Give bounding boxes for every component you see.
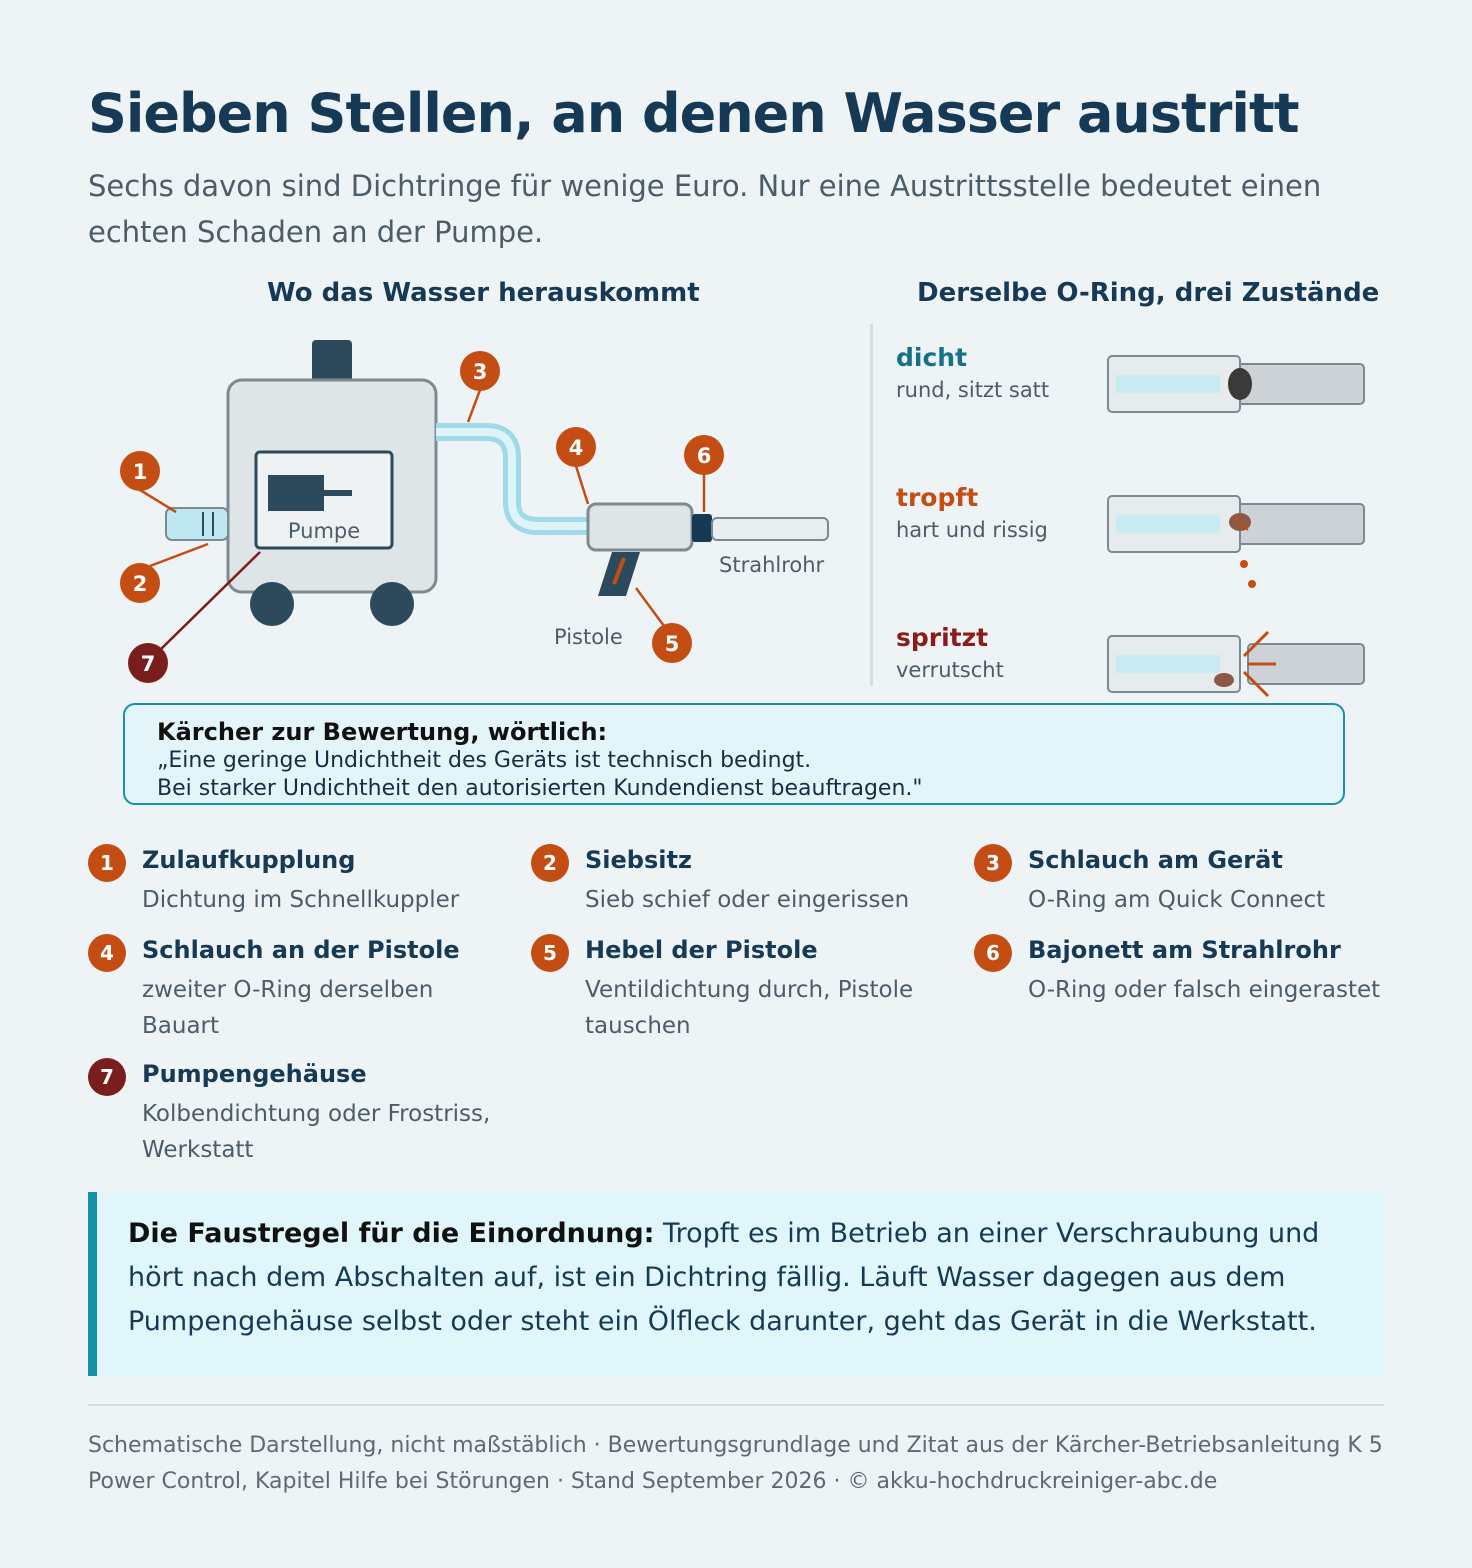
right-section-heading: Derselbe O-Ring, drei Zustände [917, 278, 1380, 308]
marker-5: 5 [652, 623, 692, 663]
drip-drop [1240, 560, 1248, 568]
legend-description: Kolbendichtung oder Frostriss, Werkstatt [142, 1101, 491, 1163]
legend-number: 4 [88, 934, 126, 972]
spray-line [1242, 630, 1270, 658]
legend-description: Dichtung im Schnellkuppler [142, 887, 460, 913]
state-description: hart und rissig [896, 518, 1048, 542]
o-ring-displaced [1214, 673, 1234, 687]
state-name: dicht [896, 343, 968, 372]
legend-description: O-Ring am Quick Connect [1028, 887, 1326, 913]
legend-number: 7 [88, 1058, 126, 1096]
marker-6: 6 [684, 435, 724, 475]
legend-title: Zulaufkupplung [142, 846, 356, 874]
gun-lever [612, 557, 626, 585]
legend-description: zweiter O-Ring derselben Bauart [142, 977, 434, 1039]
o-ring-spraying [1107, 630, 1365, 698]
legend-title: Hebel der Pistole [585, 936, 818, 964]
svg-text:4: 4 [569, 436, 584, 460]
pump-handle [312, 340, 352, 382]
motor-block [268, 475, 324, 511]
pump-label: Pumpe [288, 519, 360, 543]
wheel-right [370, 582, 414, 626]
bayonet-connector [692, 514, 712, 542]
legend-number: 6 [974, 934, 1012, 972]
legend-title: Schlauch an der Pistole [142, 936, 460, 964]
legend-title: Schlauch am Gerät [1028, 846, 1283, 874]
quote-line-1: „Eine geringe Undichtheit des Geräts ist… [157, 748, 812, 773]
leak-diagram: Pumpe Strahlrohr Pistole 1 2 [120, 340, 1365, 698]
svg-text:3: 3 [473, 360, 488, 384]
marker-1: 1 [120, 451, 160, 491]
legend-description: Ventildichtung durch, Pistole tauschen [585, 977, 914, 1039]
page-title: Sieben Stellen, an denen Wasser austritt [88, 82, 1300, 145]
motor-shaft [322, 490, 352, 496]
o-ring-states [1107, 355, 1365, 698]
rule-of-thumb-box: Die Faustregel für die Einordnung: Tropf… [88, 1192, 1384, 1376]
spray-gun-body [586, 502, 694, 552]
state-description: rund, sitzt satt [896, 378, 1050, 402]
legend-title: Bajonett am Strahlrohr [1028, 936, 1341, 964]
state-description: verrutscht [896, 658, 1004, 682]
lance [711, 517, 829, 541]
wheel-left [250, 582, 294, 626]
page-subtitle: Sechs davon sind Dichtringe für wenige E… [88, 169, 1322, 249]
marker-2: 2 [120, 563, 160, 603]
rule-text: Tropft es im Betrieb an einer Verschraub… [128, 1218, 1320, 1337]
spray-line [1242, 670, 1270, 698]
quote-line-2: Bei starker Undichtheit den autorisierte… [157, 776, 923, 801]
legend-title: Pumpengehäuse [142, 1060, 367, 1088]
state-tight: dicht rund, sitzt satt [896, 343, 1049, 405]
marker-4: 4 [556, 427, 596, 467]
o-ring-dripping [1107, 495, 1365, 588]
svg-text:5: 5 [665, 632, 680, 656]
gun-label: Pistole [554, 625, 623, 649]
legend-number: 2 [531, 844, 569, 882]
legend-description: Sieb schief oder eingerissen [585, 887, 910, 913]
legend-description: O-Ring oder falsch eingerastet [1028, 977, 1381, 1003]
left-section-heading: Wo das Wasser herauskommt [267, 278, 700, 308]
o-ring-round [1228, 368, 1252, 400]
state-name: spritzt [896, 623, 989, 652]
footer-note: Schematische Darstellung, nicht maßstäbl… [88, 1433, 1383, 1494]
quote-box: Kärcher zur Bewertung, wörtlich: „Eine g… [123, 703, 1345, 805]
pressure-washer: Pumpe Strahlrohr Pistole 1 2 [120, 340, 829, 683]
marker-7: 7 [128, 643, 168, 683]
legend-number: 3 [974, 844, 1012, 882]
state-name: tropft [896, 483, 979, 512]
svg-text:6: 6 [697, 444, 712, 468]
legend-number: 5 [531, 934, 569, 972]
legend-title: Siebsitz [585, 846, 692, 874]
legend-number: 1 [88, 844, 126, 882]
rule-lead: Die Faustregel für die Einordnung: [128, 1218, 655, 1249]
state-dripping: tropft hart und rissig [896, 483, 1048, 545]
drip-drop [1248, 580, 1256, 588]
quote-title: Kärcher zur Bewertung, wörtlich: [157, 718, 608, 746]
marker-3: 3 [460, 351, 500, 391]
svg-text:2: 2 [133, 572, 148, 596]
svg-text:7: 7 [141, 652, 156, 676]
section-divider [870, 324, 873, 686]
o-ring-tight [1107, 355, 1365, 413]
lance-label: Strahlrohr [719, 553, 825, 577]
footer-divider [88, 1404, 1384, 1406]
state-spraying: spritzt verrutscht [896, 623, 1004, 685]
svg-text:1: 1 [133, 460, 148, 484]
